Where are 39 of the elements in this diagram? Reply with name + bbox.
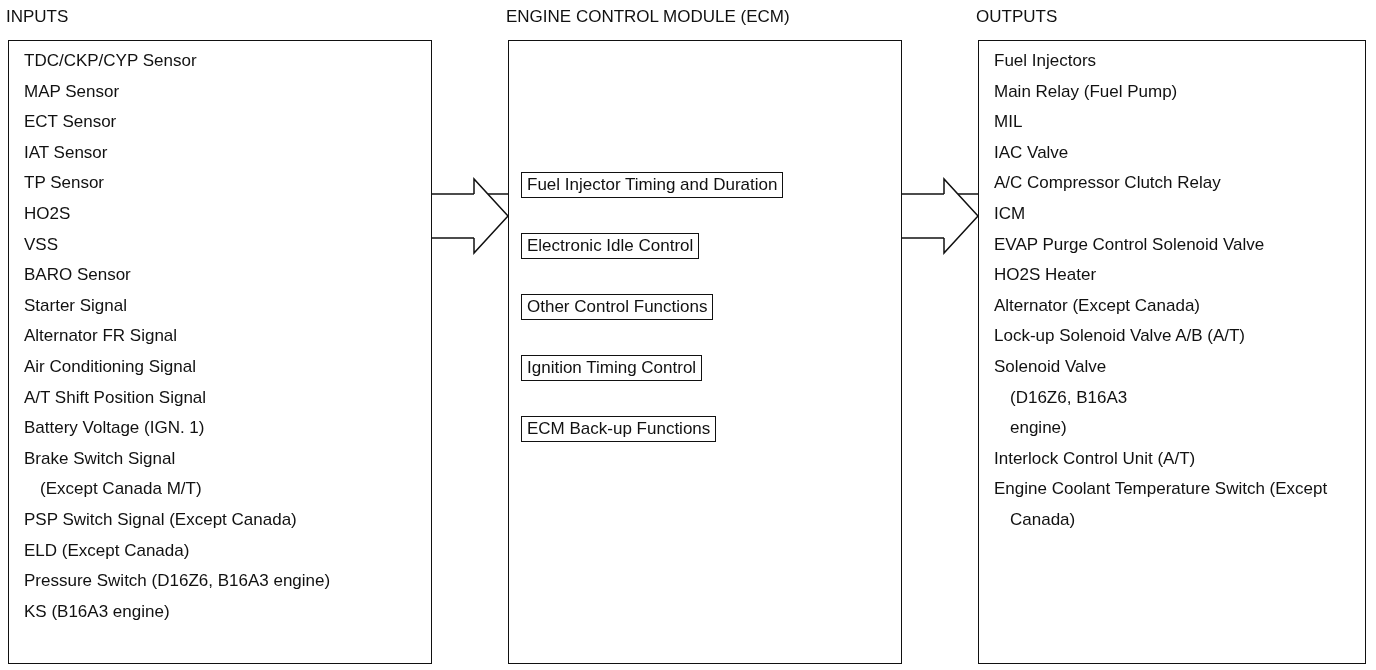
function-box: Ignition Timing Control bbox=[521, 355, 703, 381]
signal-label: Brake Switch Signal (Except Canada M/T) bbox=[24, 447, 203, 501]
signal-label: Fuel Injectors bbox=[994, 50, 1097, 72]
signal-label: HO2S Heater bbox=[994, 264, 1097, 287]
column-heading: INPUTS bbox=[6, 7, 69, 27]
signal-label: ICM bbox=[994, 202, 1026, 225]
signal-label: Pressure Switch (D16Z6, B16A3 engine) bbox=[24, 570, 331, 593]
function-box: Fuel Injector Timing and Duration bbox=[521, 172, 784, 198]
signal-label: A/C Compressor Clutch Relay bbox=[994, 172, 1221, 195]
signal-label: TDC/CKP/CYP Sensor bbox=[24, 50, 197, 72]
signal-label: A/T Shift Position Signal bbox=[24, 386, 207, 409]
signal-label: EVAP Purge Control Solenoid Valve bbox=[994, 233, 1265, 256]
signal-label: Main Relay (Fuel Pump) bbox=[994, 80, 1178, 103]
signal-label: Solenoid Valve (D16Z6, B16A3 engine) bbox=[994, 355, 1129, 440]
signal-label: Air Conditioning Signal bbox=[24, 355, 196, 378]
signal-label: Engine Coolant Temperature Switch (Except Canada) bbox=[994, 478, 1329, 531]
function-box: Other Control Functions bbox=[521, 294, 714, 320]
signal-label: TP Sensor bbox=[24, 172, 104, 195]
signal-label: Interlock Control Unit (A/T) bbox=[994, 447, 1196, 470]
signal-label: BARO Sensor bbox=[24, 264, 131, 287]
signal-label: Battery Voltage (IGN. 1) bbox=[24, 417, 205, 440]
column-heading: OUTPUTS bbox=[976, 7, 1058, 27]
signal-label: MIL bbox=[994, 111, 1023, 134]
signal-label: IAC Valve bbox=[994, 141, 1069, 164]
signal-label: MAP Sensor bbox=[24, 80, 120, 103]
signal-label: VSS bbox=[24, 233, 59, 256]
signal-label: Lock-up Solenoid Valve A/B (A/T) bbox=[994, 325, 1246, 348]
function-box: Electronic Idle Control bbox=[521, 233, 700, 259]
function-box: ECM Back-up Functions bbox=[521, 416, 717, 442]
signal-label: Alternator (Except Canada) bbox=[994, 294, 1200, 317]
signal-label: IAT Sensor bbox=[24, 141, 108, 164]
signal-label: ECT Sensor bbox=[24, 111, 117, 134]
signal-label: KS (B16A3 engine) bbox=[24, 600, 170, 623]
column-heading: ENGINE CONTROL MODULE (ECM) bbox=[506, 7, 790, 27]
signal-label: Starter Signal bbox=[24, 294, 127, 317]
signal-label: PSP Switch Signal (Except Canada) bbox=[24, 508, 297, 531]
signal-label: Alternator FR Signal bbox=[24, 325, 178, 348]
signal-label: ELD (Except Canada) bbox=[24, 539, 190, 562]
signal-label: HO2S bbox=[24, 202, 71, 225]
